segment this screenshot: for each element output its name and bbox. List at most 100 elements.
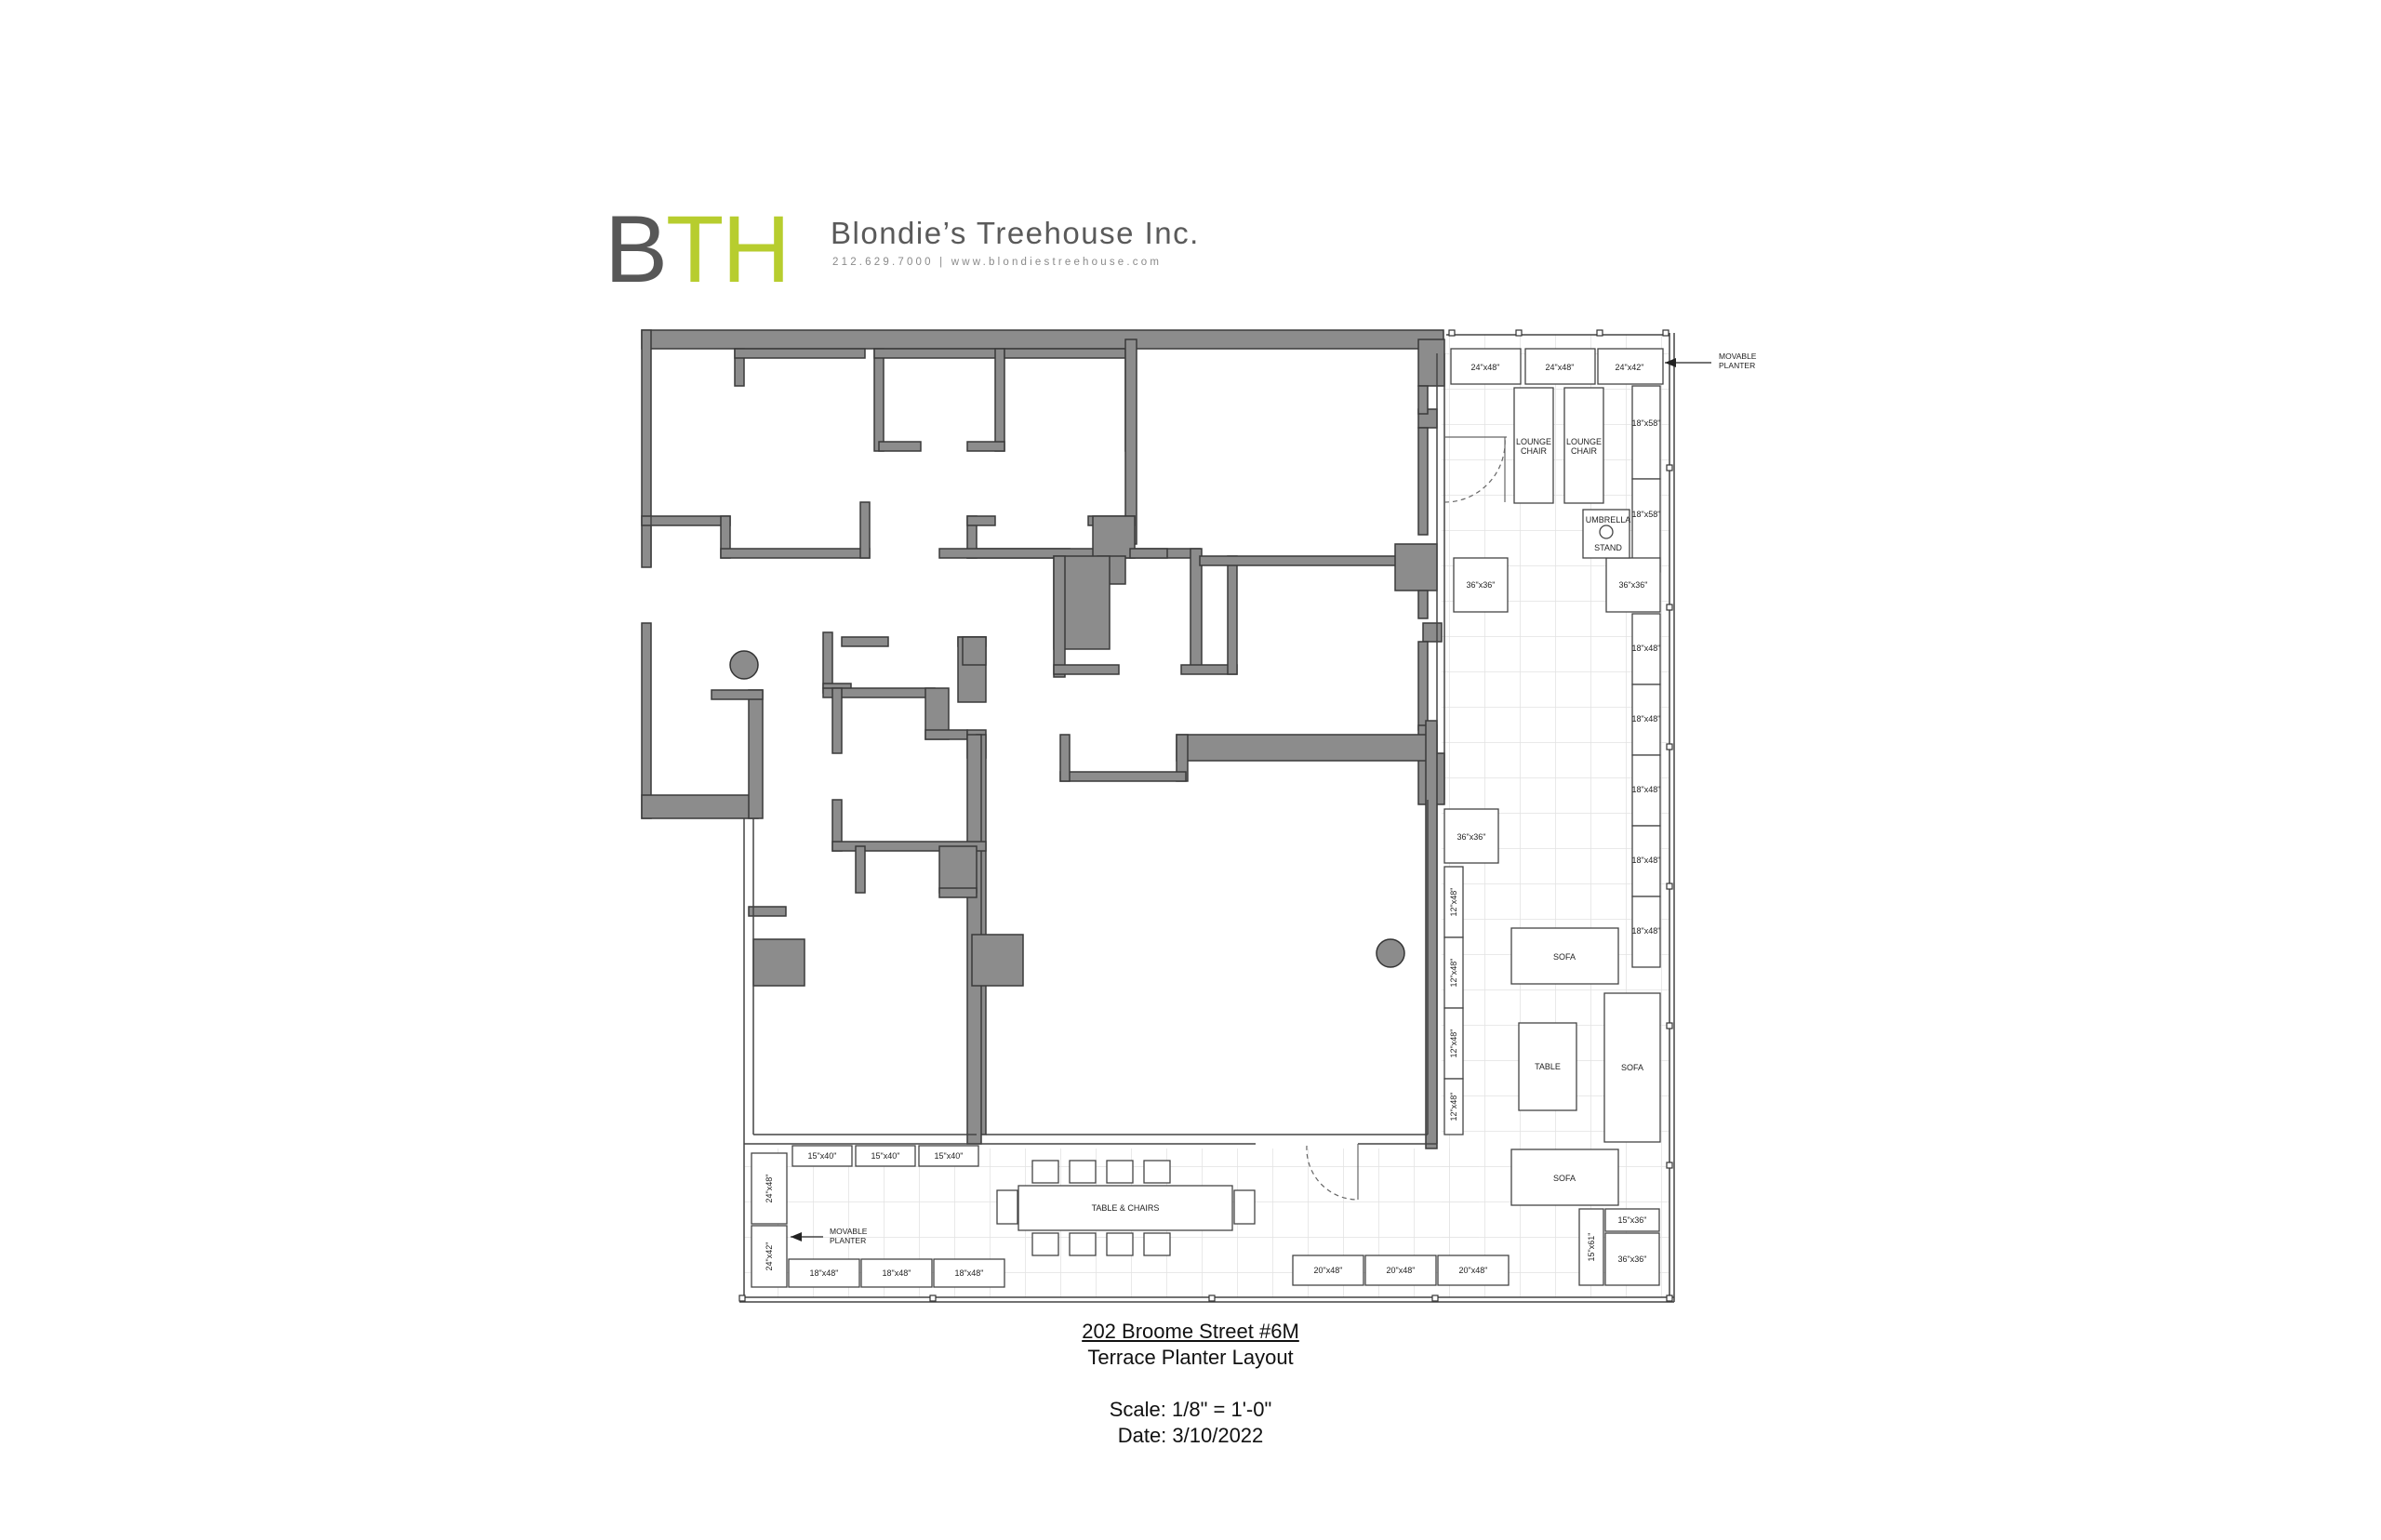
lounge-chair-1 <box>1513 387 1554 504</box>
plan-labels: 24"x48" 24"x48" 24"x42" 18"x58" 18"x58" … <box>808 363 1661 1278</box>
label-planter: 18"x48" <box>810 1268 839 1278</box>
planter-18x48-b3 <box>933 1258 1005 1288</box>
label-planter: 20"x48" <box>1387 1266 1416 1275</box>
sofa-3 <box>1510 1148 1619 1206</box>
label-planter: 18"x58" <box>1632 418 1661 428</box>
svg-text:PLANTER: PLANTER <box>830 1236 866 1245</box>
drawing-caption: 202 Broome Street #6M Terrace Planter La… <box>1004 1319 1377 1449</box>
table <box>1518 1022 1577 1111</box>
planter-15x40-2 <box>855 1145 916 1167</box>
label-table-chairs: TABLE & CHAIRS <box>1092 1203 1160 1213</box>
svg-text:MOVABLE: MOVABLE <box>830 1227 868 1236</box>
planter-18x48-1 <box>1631 613 1661 685</box>
planter-36x36-d <box>1604 1232 1660 1286</box>
planter-top-1 <box>1450 348 1522 385</box>
label-planter: 12"x48" <box>1449 959 1458 988</box>
svg-text:MOVABLE: MOVABLE <box>1719 352 1757 361</box>
svg-text:PLANTER: PLANTER <box>1719 361 1755 370</box>
railing-posts <box>738 329 1673 1302</box>
planter-36x36-a <box>1453 557 1509 613</box>
planter-36x36-b <box>1605 557 1661 613</box>
planters <box>751 348 1664 1288</box>
planter-18x48-b2 <box>860 1258 933 1288</box>
terrace-railing <box>739 333 1675 1303</box>
caption-scale: Scale: 1/8" = 1'-0" <box>1109 1398 1272 1421</box>
label-lounge: LOUNGE <box>1566 437 1602 446</box>
caption-spacer <box>1004 1371 1377 1397</box>
planter-top-2 <box>1524 348 1596 385</box>
label-planter: 18"x48" <box>1632 644 1661 653</box>
sofa-1 <box>1510 927 1619 985</box>
label-lounge: LOUNGE <box>1516 437 1551 446</box>
label-planter: 20"x48" <box>1459 1266 1488 1275</box>
column-left <box>729 650 759 680</box>
label-sofa: SOFA <box>1621 1063 1643 1072</box>
door-swings <box>1306 436 1507 1201</box>
logo-letter-b: B <box>605 196 668 302</box>
label-planter: 15"x40" <box>871 1151 900 1161</box>
caption-subtitle: Terrace Planter Layout <box>1087 1346 1294 1369</box>
label-sofa: SOFA <box>1553 952 1576 962</box>
label-planter: 24"x42" <box>765 1242 774 1271</box>
planter-18x48-5 <box>1631 896 1661 968</box>
planter-right-1 <box>1631 385 1661 480</box>
planter-15x40-3 <box>918 1145 979 1167</box>
label-planter: 15"x61" <box>1587 1233 1596 1262</box>
label-planter: 12"x48" <box>1449 1029 1458 1058</box>
movable-planter-callout-bottom: MOVABLE PLANTER <box>791 1227 868 1245</box>
planter-20x48-1 <box>1292 1255 1364 1286</box>
caption-address: 202 Broome Street #6M <box>1082 1320 1299 1343</box>
bth-logo: BTH <box>605 202 791 297</box>
company-name: Blondie’s Treehouse Inc. <box>831 216 1200 250</box>
planter-15x36 <box>1604 1208 1660 1232</box>
label-planter: 18"x58" <box>1632 510 1661 519</box>
planter-36x36-c <box>1443 808 1499 864</box>
column-right <box>1376 938 1405 968</box>
label-planter: 15"x40" <box>935 1151 964 1161</box>
label-planter: 12"x48" <box>1449 888 1458 917</box>
label-planter: 18"x48" <box>1632 785 1661 794</box>
label-chair: CHAIR <box>1521 446 1548 456</box>
label-planter: 36"x36" <box>1618 1255 1647 1264</box>
interior-outlines <box>650 353 1445 1145</box>
label-planter: 24"x48" <box>1546 363 1575 372</box>
label-stand: STAND <box>1594 543 1622 552</box>
sofa-2 <box>1603 992 1661 1143</box>
label-planter: 24"x48" <box>1471 363 1500 372</box>
building-walls <box>641 329 1445 1149</box>
planter-15x40-1 <box>791 1145 853 1167</box>
label-planter: 18"x48" <box>1632 714 1661 724</box>
planter-24x48-left <box>751 1152 788 1225</box>
planter-top-3 <box>1597 348 1664 385</box>
label-chair: CHAIR <box>1571 446 1598 456</box>
planter-18x48-b1 <box>788 1258 860 1288</box>
label-planter: 36"x36" <box>1467 580 1496 590</box>
plan-labels-rotated: 12"x48" 12"x48" 12"x48" 12"x48" 24"x48" … <box>765 888 1596 1271</box>
planter-24x42-left <box>751 1225 788 1288</box>
label-planter: 18"x48" <box>1632 856 1661 865</box>
label-planter: 20"x48" <box>1314 1266 1343 1275</box>
label-sofa: SOFA <box>1553 1174 1576 1183</box>
label-planter: 24"x48" <box>765 1175 774 1203</box>
logo-letters-th: TH <box>666 196 791 302</box>
company-contact: 212.629.7000 | www.blondiestreehouse.com <box>832 257 1163 268</box>
company-header: BTH Blondie’s Treehouse Inc. 212.629.700… <box>605 202 1256 297</box>
label-umbrella: UMBRELLA <box>1586 515 1631 524</box>
planter-20x48-3 <box>1437 1255 1510 1286</box>
label-planter: 15"x40" <box>808 1151 837 1161</box>
planter-15x61 <box>1578 1208 1604 1286</box>
label-planter: 36"x36" <box>1457 832 1486 842</box>
planter-18x48-3 <box>1631 754 1661 827</box>
label-planter: 12"x48" <box>1449 1093 1458 1122</box>
label-planter: 24"x42" <box>1616 363 1644 372</box>
planter-12x48-4 <box>1443 1078 1464 1135</box>
lounge-chair-2 <box>1563 387 1604 504</box>
label-planter: 36"x36" <box>1619 580 1648 590</box>
label-planter: 18"x48" <box>955 1268 984 1278</box>
label-planter: 18"x48" <box>1632 926 1661 936</box>
planter-20x48-2 <box>1364 1255 1437 1286</box>
label-planter: 15"x36" <box>1618 1215 1647 1225</box>
furniture <box>996 387 1661 1256</box>
caption-date: Date: 3/10/2022 <box>1117 1424 1264 1447</box>
